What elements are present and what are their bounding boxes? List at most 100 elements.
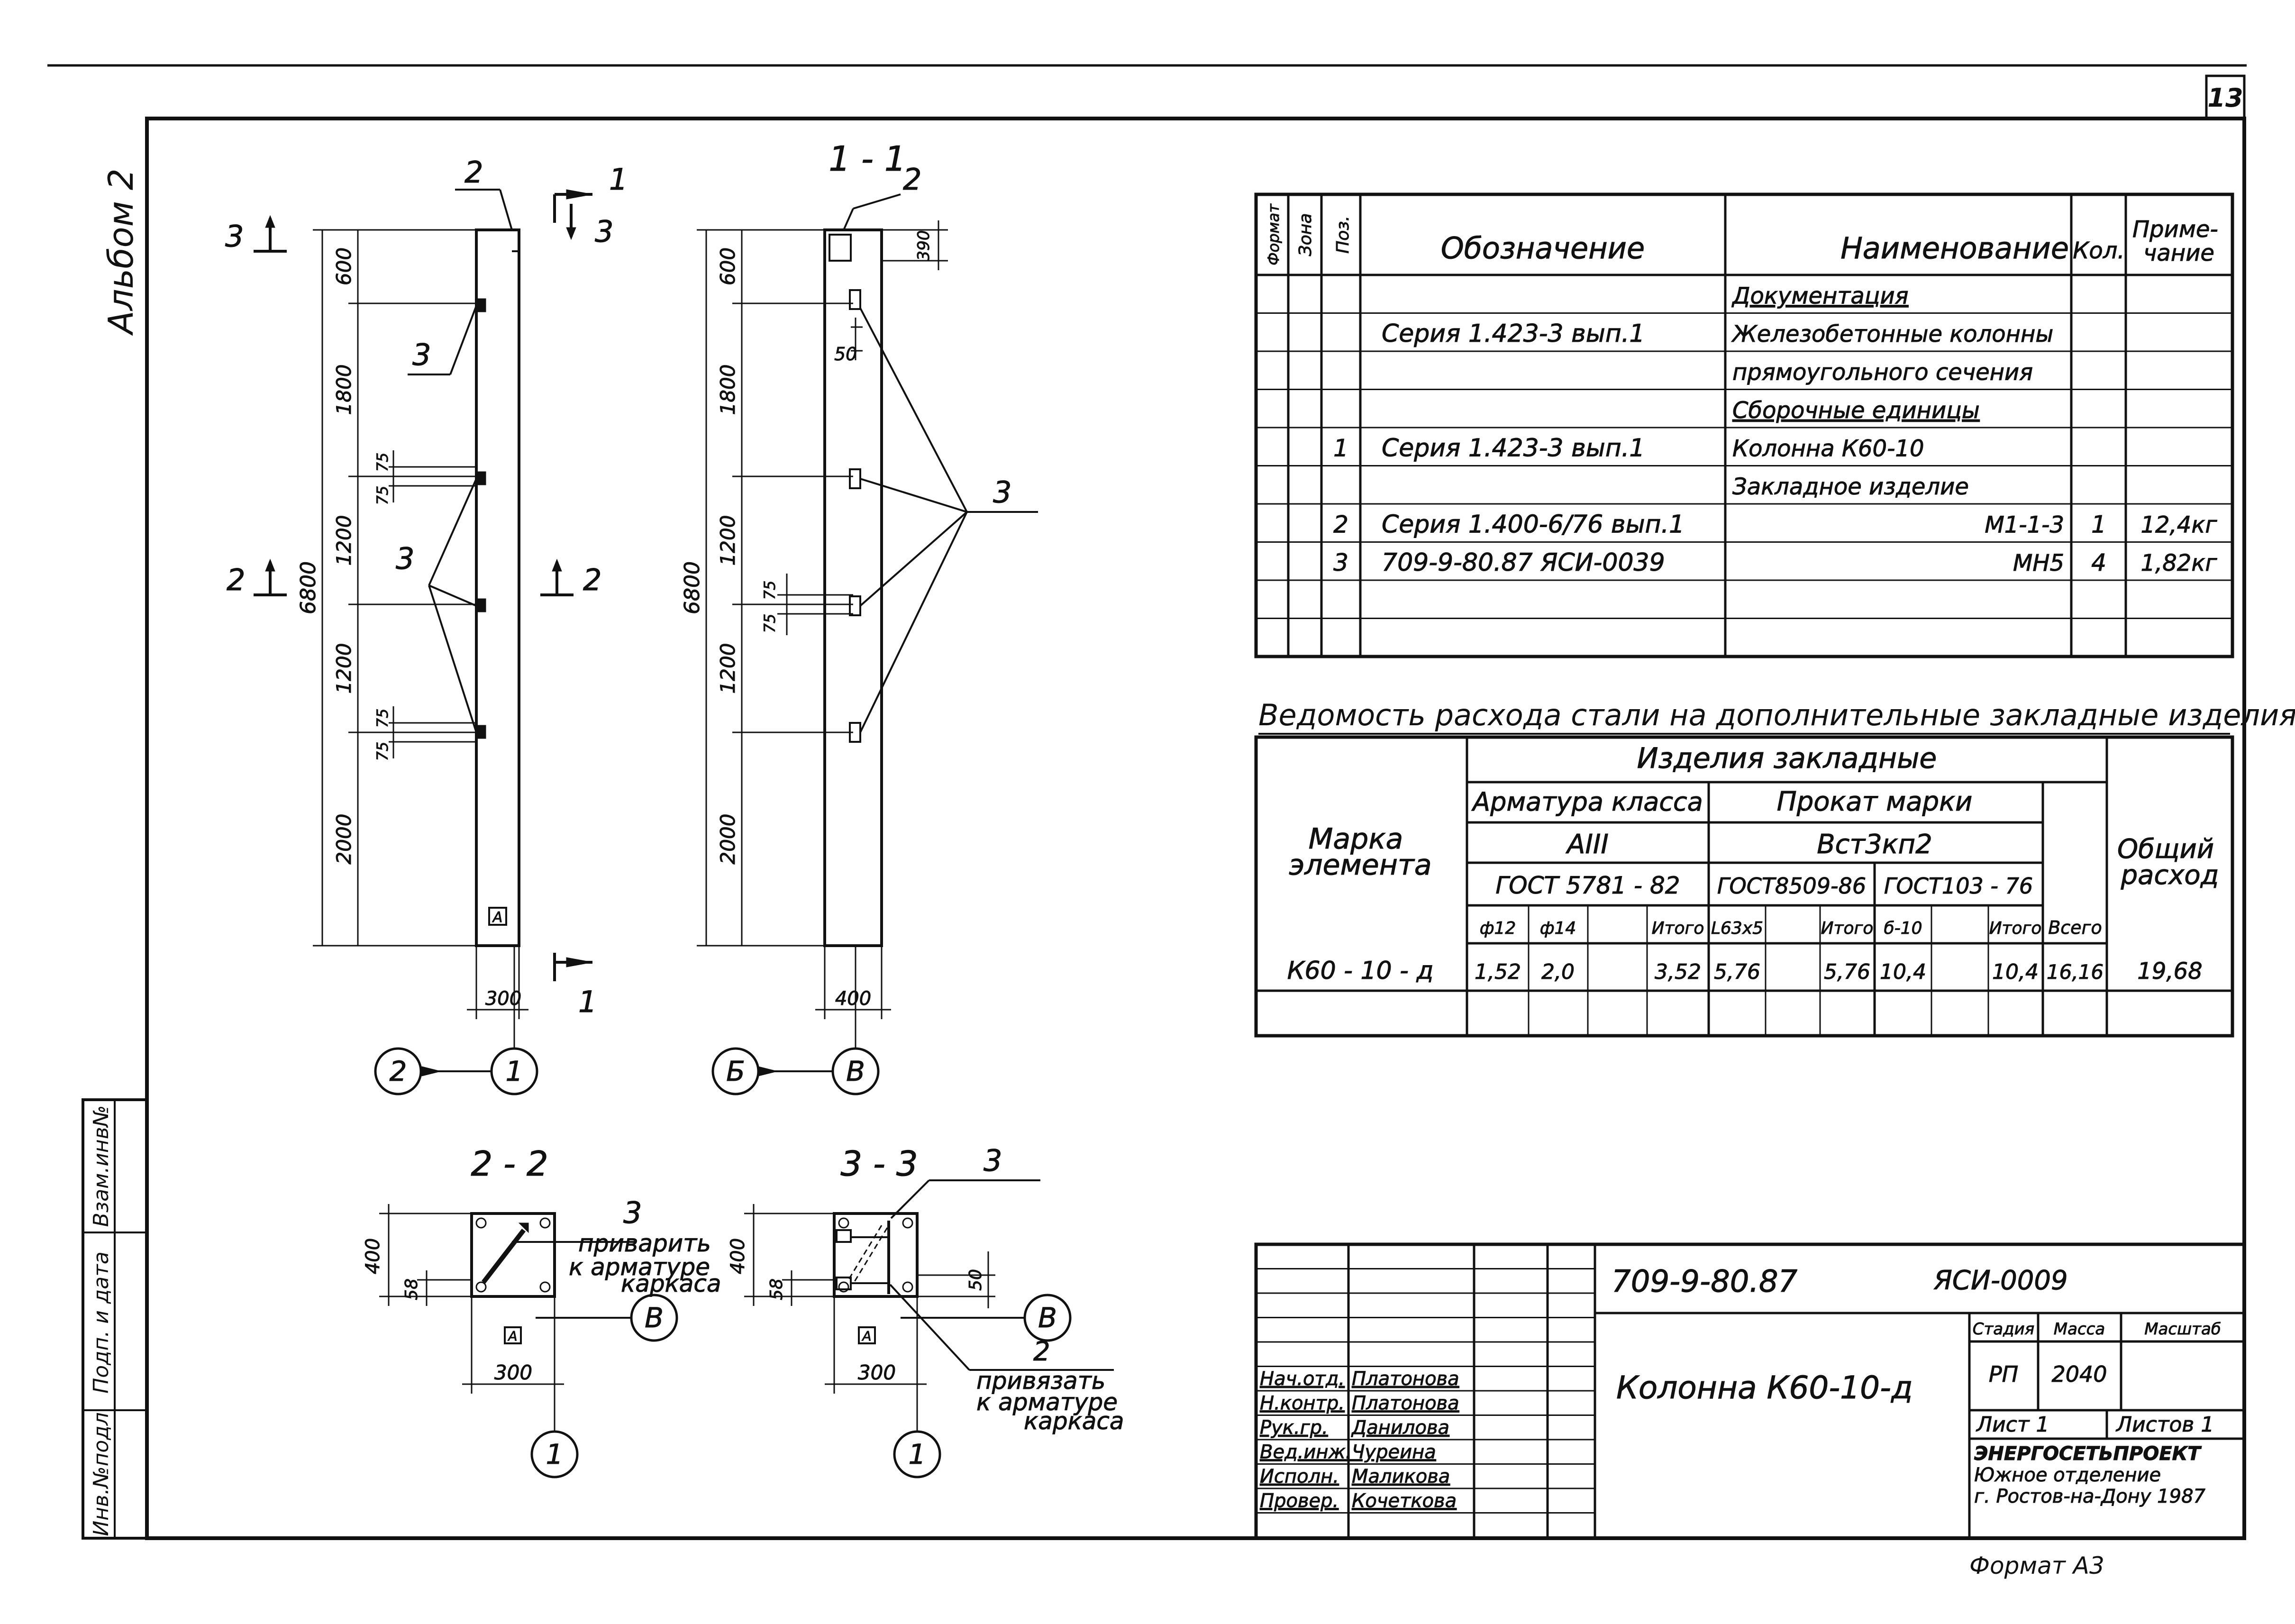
spec-row-6-name: М1-1-3 [1985,512,2064,538]
tb-staff-role-1: Н.контр. [1260,1393,1345,1414]
spec-row-7-pos: 3 [1333,549,1348,576]
embed-part [476,471,486,485]
embed-part [476,298,486,312]
s22-axis-v: В [645,1302,664,1334]
s11-dim-1200-b: 1200 [716,643,739,694]
sheet-number: 13 [2207,83,2243,113]
stamp-sign-date: Подп. и дата [89,1251,113,1394]
tb-org-2: Южное отделение [1974,1464,2161,1486]
s11-dim-400: 400 [835,988,871,1010]
embed-part [849,468,861,489]
dim-75-c: 75 [373,709,392,728]
spec-h-zone: Зона [1296,213,1315,256]
s22-dim-58: 58 [402,1278,421,1300]
s33-note-tie-3: каркаса [1024,1407,1124,1435]
column-section [823,228,883,947]
s33-dim-400: 400 [727,1238,749,1274]
spec-row-7-designation: 709-9-80.87 ЯСИ-0039 [1382,548,1665,577]
dim-600: 600 [332,247,355,285]
title-block: 709-9-80.87 ЯСИ-0009 Колонна К60-10-д Ст… [1254,1242,2246,1540]
s22-axis-1: 1 [546,1438,564,1470]
s22-mark-a: А [507,1328,517,1344]
s33-axis-1: 1 [909,1438,926,1470]
steel-h-rebar: Арматура класса [1471,787,1703,817]
mark-a-box [488,907,507,926]
section-3-3-title: 3 - 3 [840,1144,918,1184]
steel-h-rolled: Прокат марки [1777,786,1973,817]
s11-dim-2000: 2000 [716,814,739,865]
spec-row-7-qty: 4 [2091,549,2106,576]
spec-h-qty: Кол. [2073,237,2124,264]
tb-org-1: ЭНЕРГОСЕТЬПРОЕКТ [1974,1443,2202,1465]
tb-staff-role-0: Нач.отд. [1260,1368,1345,1390]
s22-axis-v-bubble [630,1294,678,1342]
tb-mass-h: Масса [2054,1320,2105,1339]
spec-row-7-note: 1,82кг [2140,550,2217,576]
cut-2-right: 2 [583,563,601,597]
s22-note-weld-2: к арматуре [569,1253,710,1281]
s33-mark-a: А [861,1328,871,1344]
tb-staff-role-2: Рук.гр. [1260,1417,1328,1439]
cut-3-left: 3 [225,219,244,254]
sheet-number-box [2205,74,2246,120]
tb-doc-suffix: ЯСИ-0009 [1933,1265,2068,1296]
spec-row-4-pos: 1 [1333,435,1348,462]
steel-cell-9: 10,4 [1992,960,2039,984]
steel-row-mark: К60 - 10 - д [1287,957,1434,985]
steel-cell-3: 3,52 [1655,960,1701,984]
tb-org-3: г. Ростов-на-Дону 1987 [1974,1486,2206,1507]
s22-mark-a-box [504,1326,522,1344]
steel-h-total-sum: Всего [2048,917,2102,938]
spec-row-2-name: прямоугольного сечения [1732,359,2033,386]
dim-2000: 2000 [332,814,355,865]
s22-note-weld-3: каркаса [621,1270,721,1297]
steel-cell-1: 2,0 [1541,960,1575,984]
cut-3-right: 3 [595,214,613,249]
embed-part [476,598,486,612]
s11-dim-6800: 6800 [680,561,704,614]
spec-row-0-name: Документация [1731,283,1909,310]
axis-bubble-left [374,1047,422,1095]
s22-pos-3: 3 [623,1195,642,1230]
section-2-2: 2 - 2 А 400 58 300 3 приварить к арматур… [362,1144,721,1478]
stamp-inv-original: Инв.№подл [89,1412,113,1536]
s11-dim-1200-a: 1200 [716,515,739,566]
spec-row-6-pos: 2 [1333,511,1348,538]
tb-item-name: Колонна К60-10-д [1616,1369,1913,1406]
spec-h-format: Формат [1265,203,1283,265]
tb-stage-h: Стадия [1973,1320,2034,1339]
dim-6800: 6800 [296,561,320,614]
mark-a: А [492,909,503,926]
spec-row-4-name: Колонна К60-10 [1732,436,1924,462]
tb-stage: РП [1989,1361,2018,1387]
steel-cell-4: 5,76 [1714,960,1760,984]
axis-left-label: 2 [390,1055,407,1087]
s22-axis-1-bubble [530,1430,579,1478]
s11-axis-bubble-left [711,1047,760,1095]
dim-75-a: 75 [373,453,392,472]
spec-row-6-designation: Серия 1.400-6/76 вып.1 [1382,511,1685,539]
spec-row-3-name: Сборочные единицы [1732,397,1980,424]
tb-staff-name-4: Маликова [1352,1466,1450,1487]
cut-2-left: 2 [227,563,245,597]
steel-h-rolled-grade: Вст3кп2 [1817,829,1932,860]
steel-subcol-9: Итого [1989,919,2042,938]
section-1-1: 1 - 1 390 50 600 1800 [680,139,1038,1095]
column-elevation [475,228,520,947]
steel-h-element: Марка элемента [1289,822,1431,882]
dim-75-d: 75 [373,742,392,761]
tb-sheet: Лист 1 [1976,1413,2049,1437]
s33-pos-3: 3 [984,1143,1002,1178]
s11-dim-390: 390 [914,230,933,261]
steel-row-total: 16,16 [2047,960,2104,984]
s11-dim-75-a: 75 [761,581,779,600]
steel-h-rebar-gost: ГОСТ 5781 - 82 [1495,872,1680,899]
stamp-replaces-inv: Взам.инв№ [89,1105,113,1227]
spec-row-1-name: Железобетонные колонны [1731,321,2053,347]
section-1-1-title: 1 - 1 [829,139,906,179]
steel-h-items: Изделия закладные [1637,742,1937,775]
sheet-frame [145,117,2246,1540]
axis-right-label: 1 [506,1055,523,1087]
s33-note-tie: привязать [976,1367,1105,1395]
